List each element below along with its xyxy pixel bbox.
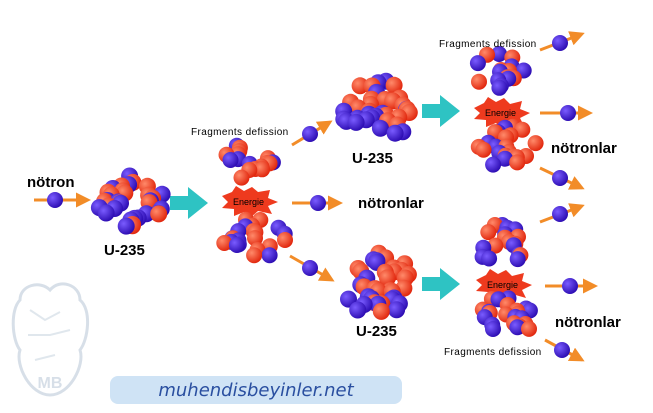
fragment-2b (470, 118, 544, 173)
neutron (485, 156, 502, 173)
neutron-c (289, 254, 335, 282)
proton (254, 161, 271, 178)
neutron (386, 124, 404, 142)
nucleus-u235-3 (340, 244, 417, 320)
free-neutrons (34, 31, 598, 362)
proton (480, 224, 497, 241)
proton (351, 77, 369, 95)
neutron (222, 152, 239, 168)
proton (527, 135, 544, 152)
proton (247, 230, 263, 247)
neutron (509, 251, 526, 268)
neutron-a (291, 120, 333, 147)
neutron (347, 113, 365, 131)
proton (378, 269, 396, 287)
neutrons-label-3: nötronlar (555, 314, 621, 331)
neutron (491, 46, 508, 62)
u235-label-1: U-235 (104, 242, 145, 259)
fragment-3a (474, 217, 529, 268)
neutron (371, 119, 389, 137)
stage-arrow-1 (170, 187, 208, 219)
proton (372, 302, 390, 320)
proton (521, 320, 537, 337)
neutron (228, 237, 245, 253)
neutron (491, 79, 508, 96)
stage-arrows (170, 95, 460, 300)
energy-label-3: Energie (487, 280, 519, 290)
neutron-e (540, 105, 593, 121)
neutrons-label-1: nötronlar (358, 195, 424, 212)
fragment-3b (474, 290, 538, 337)
proton (216, 235, 233, 251)
watermark-banner: muhendisbeyinler.net (110, 376, 402, 404)
stage-arrow-3 (422, 268, 460, 300)
neutron (388, 301, 406, 319)
neutron (481, 250, 498, 267)
fragments-label-2: Fragments defission (439, 39, 537, 50)
proton (509, 154, 526, 171)
nucleus-u235-2 (335, 72, 418, 142)
neutron (97, 204, 115, 222)
incoming-neutron-label: nötron (27, 174, 75, 191)
nucleus-u235-1 (90, 167, 171, 235)
proton (233, 169, 250, 186)
neutron-d (539, 31, 585, 52)
neutron-i (544, 338, 585, 362)
fragment-1a (218, 137, 281, 186)
fragments-label-3: Fragments defission (444, 347, 542, 358)
proton (150, 205, 168, 223)
neutrons-label-2: nötronlar (551, 140, 617, 157)
proton (471, 73, 487, 90)
nuclei (90, 46, 544, 337)
neutron (469, 55, 486, 72)
fragments-label-1: Fragments defission (191, 127, 289, 138)
energy-label-2: Energie (485, 108, 517, 118)
u235-label-2: U-235 (352, 150, 393, 167)
neutron-h (545, 278, 598, 294)
energy-burst-1 (222, 186, 278, 218)
proton (487, 237, 504, 254)
energy-label-1: Energie (233, 197, 265, 207)
neutron (261, 247, 278, 264)
neutron-b (292, 195, 343, 211)
neutron (497, 150, 513, 167)
logo-text: MB (38, 375, 63, 392)
neutron (349, 301, 367, 319)
proton (246, 247, 263, 264)
logo: MB (11, 282, 89, 397)
u235-label-3: U-235 (356, 323, 397, 340)
proton (475, 141, 492, 158)
proton (385, 76, 403, 94)
neutron (117, 217, 135, 235)
neutron-g (539, 203, 585, 224)
stage-arrow-2 (422, 95, 460, 127)
fragment-2a (469, 46, 532, 96)
incoming-neutron (34, 192, 91, 208)
fragment-1b (216, 211, 293, 264)
neutron (485, 321, 501, 337)
watermark-site: muhendisbeyinler.net (158, 380, 354, 401)
proton (277, 232, 293, 248)
neutron-f (539, 166, 585, 190)
